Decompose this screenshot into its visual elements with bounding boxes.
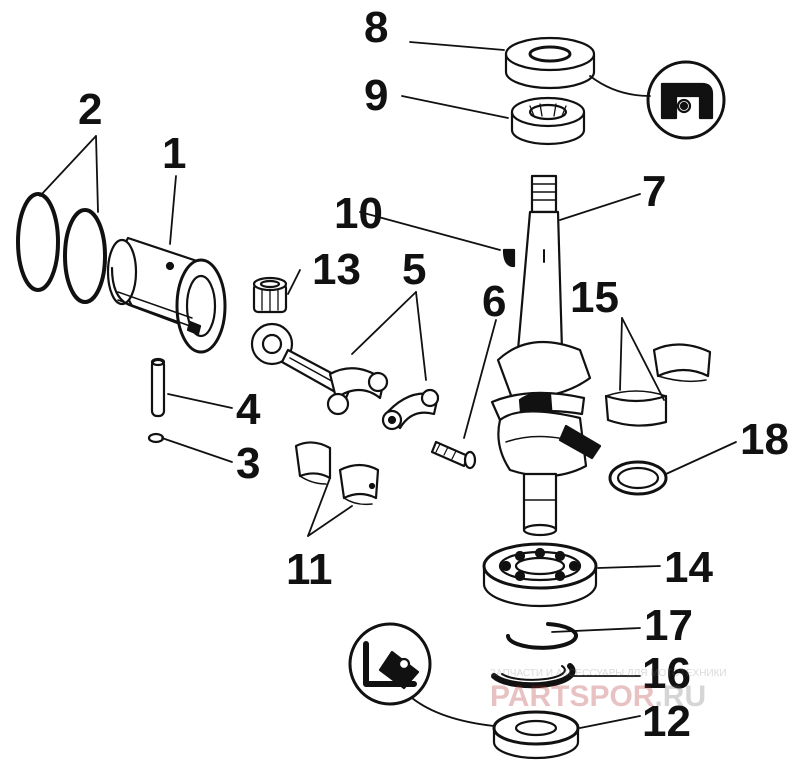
crankshaft: [490, 174, 602, 537]
callout-6: 6: [482, 277, 506, 326]
callout-5: 5: [402, 245, 426, 294]
rod-cap: [381, 388, 440, 431]
upper-bearing: [510, 96, 586, 146]
pin-retaining-clip: [147, 432, 165, 444]
callout-2: 2: [78, 85, 102, 134]
main-bearing-halves: [604, 343, 712, 427]
rod-screw: [430, 440, 477, 470]
callout-16: 16: [642, 649, 691, 698]
piston-rings: [16, 192, 107, 304]
callout-3: 3: [236, 439, 260, 488]
sealant-inset-lower: [348, 622, 432, 706]
callout-8: 8: [364, 3, 388, 52]
callout-14: 14: [664, 543, 713, 592]
lower-ball-bearing: [482, 542, 598, 608]
crankshaft-retaining-ring: [608, 460, 668, 496]
callout-12: 12: [642, 697, 691, 746]
callout-18: 18: [740, 415, 789, 464]
callout-10: 10: [334, 189, 383, 238]
snap-ring: [506, 622, 578, 650]
needle-bearing: [252, 276, 288, 314]
callout-4: 4: [236, 385, 261, 434]
woodruff-key: [502, 248, 516, 268]
piston: [106, 236, 227, 354]
callout-11: 11: [286, 545, 333, 594]
callout-13: 13: [312, 245, 361, 294]
rod-bearing-halves: [294, 441, 380, 506]
upper-oil-seal: [504, 36, 596, 90]
callout-labels: 1 2 3 4 5 6 7 8 9 10 11 12 13 14 15 16 1…: [78, 3, 789, 746]
sealant-inset-upper: [646, 60, 726, 140]
callout-17: 17: [644, 601, 693, 650]
wrist-pin: [150, 357, 166, 418]
connecting-rod: [250, 322, 389, 416]
retainer: [491, 663, 576, 689]
callout-7: 7: [642, 167, 666, 216]
callout-9: 9: [364, 71, 388, 120]
leader-lines: [39, 41, 737, 729]
lower-oil-seal: [492, 710, 580, 760]
callout-15: 15: [570, 273, 619, 322]
callout-1: 1: [162, 129, 186, 178]
